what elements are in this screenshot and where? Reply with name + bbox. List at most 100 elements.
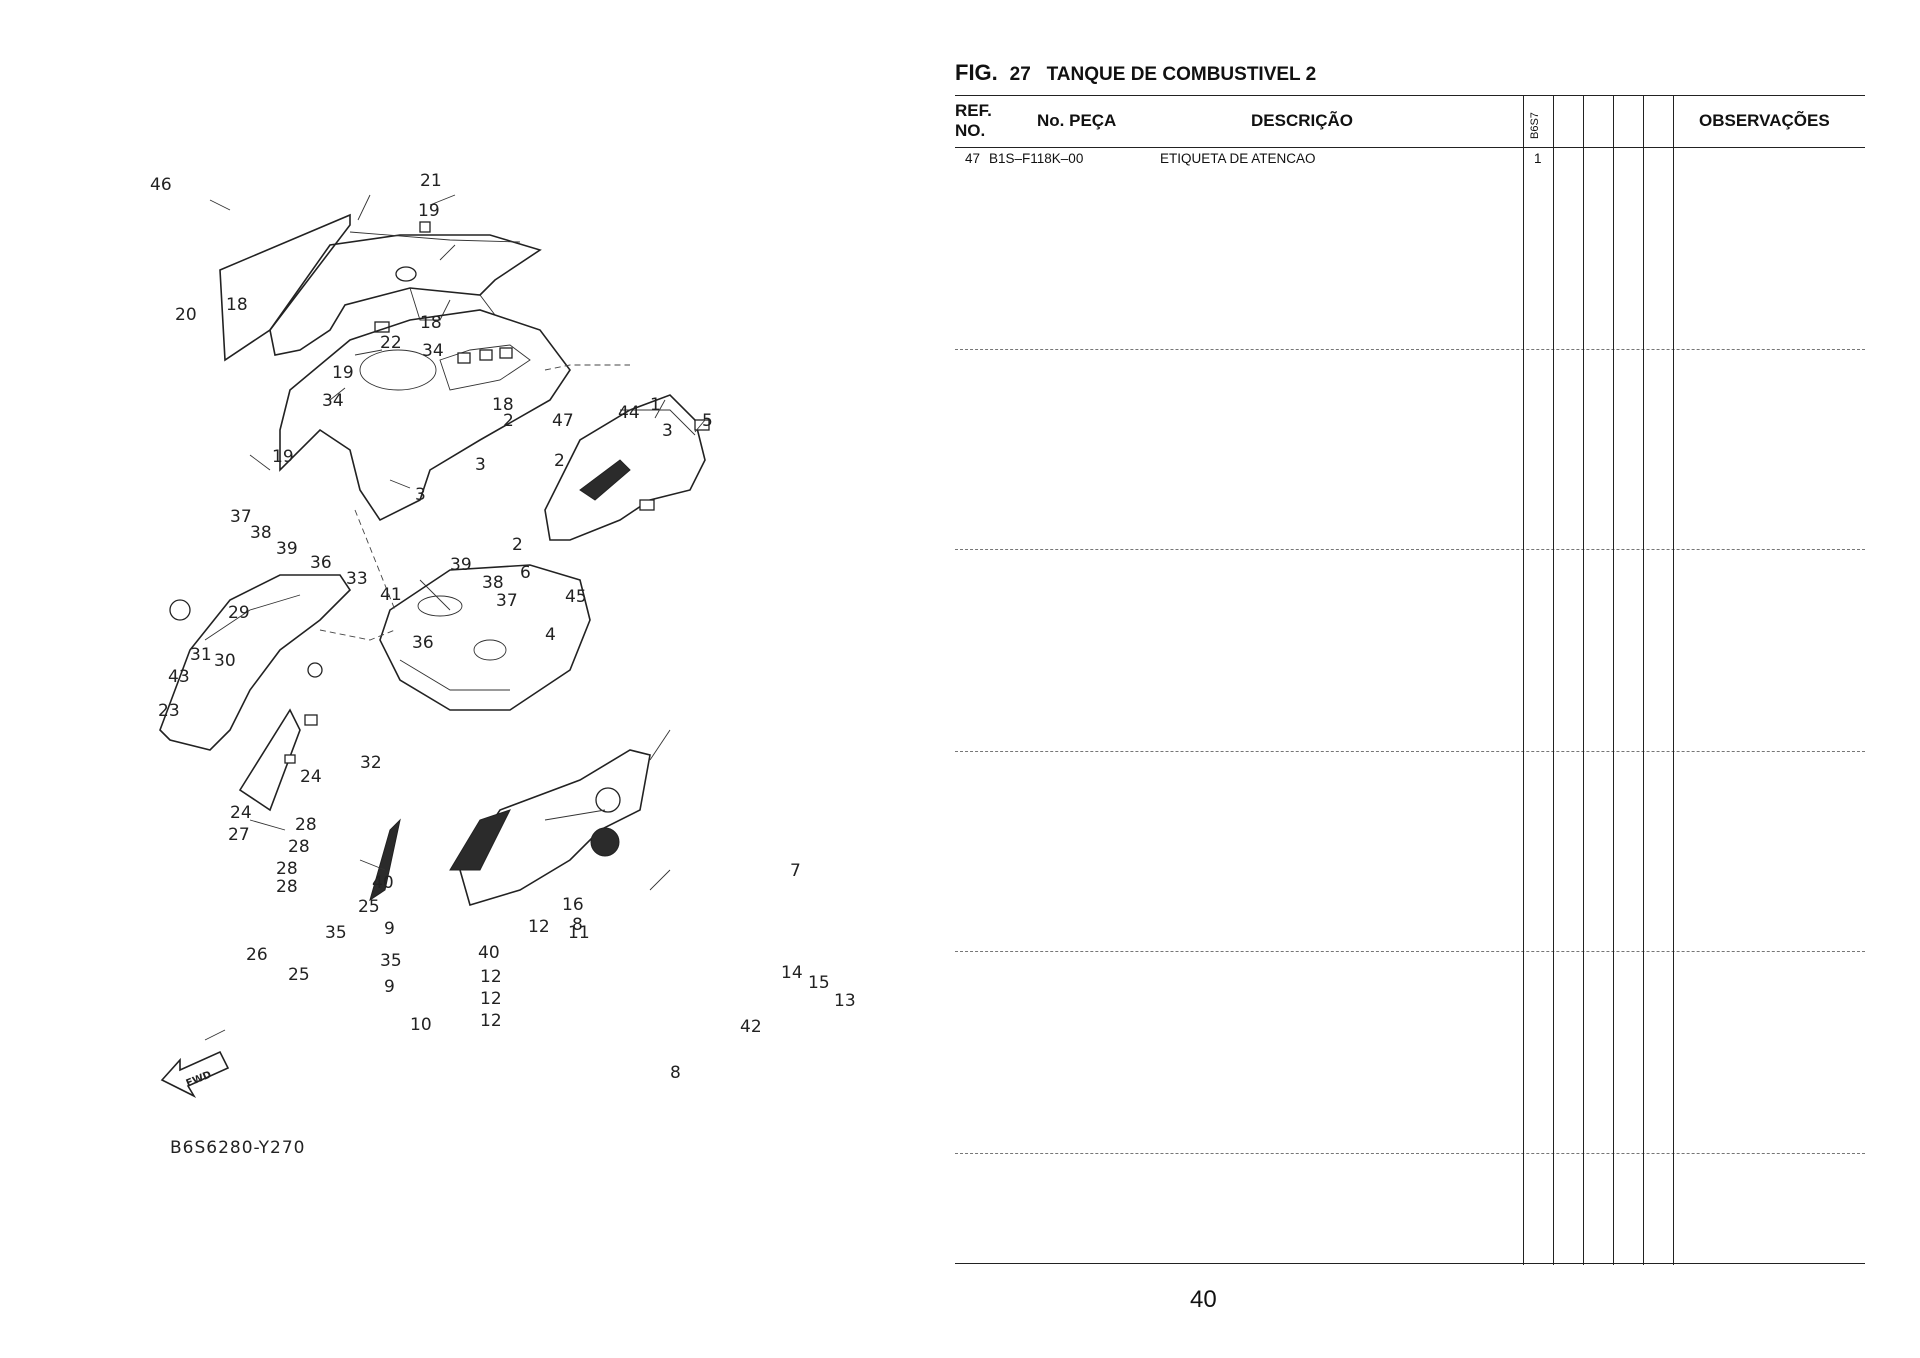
svg-text:22: 22 xyxy=(380,333,402,353)
svg-text:44: 44 xyxy=(618,403,640,423)
header-model-code: B6S7 xyxy=(1529,112,1541,139)
right-shroud-drawing xyxy=(544,394,710,541)
svg-text:3: 3 xyxy=(475,455,486,475)
callout-leaders xyxy=(204,194,706,1041)
svg-text:37: 37 xyxy=(230,507,252,527)
column-rule xyxy=(1643,95,1644,1265)
row-divider xyxy=(955,951,1865,952)
svg-text:12: 12 xyxy=(528,917,550,937)
svg-text:10: 10 xyxy=(410,1015,432,1035)
svg-text:23: 23 xyxy=(158,701,180,721)
svg-text:38: 38 xyxy=(482,573,504,593)
svg-text:21: 21 xyxy=(420,171,442,191)
svg-text:35: 35 xyxy=(325,923,347,943)
row-ref: 47 xyxy=(965,151,981,166)
row-divider xyxy=(955,1153,1865,1154)
fwd-arrow-icon: FWD xyxy=(160,1050,230,1098)
top-cover-drawing xyxy=(219,213,542,362)
svg-text:37: 37 xyxy=(496,591,518,611)
svg-text:30: 30 xyxy=(214,651,236,671)
row-divider xyxy=(955,751,1865,752)
header-ref-line1: REF. xyxy=(955,101,992,120)
svg-text:16: 16 xyxy=(562,895,584,915)
svg-text:2: 2 xyxy=(503,411,514,431)
row-divider xyxy=(955,549,1865,550)
figure-title: FIG. 27 TANQUE DE COMBUSTIVEL 2 xyxy=(955,60,1316,86)
svg-text:18: 18 xyxy=(420,313,442,333)
svg-text:26: 26 xyxy=(246,945,268,965)
svg-text:9: 9 xyxy=(384,977,395,997)
svg-text:42: 42 xyxy=(740,1017,762,1037)
svg-text:39: 39 xyxy=(450,555,472,575)
exploded-parts-diagram: 46 17 21 19 20 18 18 22 34 19 34 18 2 47… xyxy=(150,170,910,1180)
header-part-number: No. PEÇA xyxy=(1037,111,1117,130)
svg-text:11: 11 xyxy=(568,923,590,943)
svg-text:28: 28 xyxy=(295,815,317,835)
svg-text:9: 9 xyxy=(384,919,395,939)
svg-text:41: 41 xyxy=(380,585,402,605)
svg-text:3: 3 xyxy=(662,421,673,441)
diagram-code: B6S6280-Y270 xyxy=(170,1138,306,1158)
svg-text:38: 38 xyxy=(250,523,272,543)
svg-text:43: 43 xyxy=(168,667,190,687)
svg-text:35: 35 xyxy=(380,951,402,971)
svg-text:5: 5 xyxy=(702,411,713,431)
svg-text:12: 12 xyxy=(480,1011,502,1031)
lower-side-panel-drawing xyxy=(369,749,651,906)
header-ref-line2: NO. xyxy=(955,121,986,140)
svg-text:13: 13 xyxy=(834,991,856,1011)
row-quantity: 1 xyxy=(1534,151,1542,166)
svg-text:6: 6 xyxy=(520,563,531,583)
figure-name: TANQUE DE COMBUSTIVEL 2 xyxy=(1046,64,1317,85)
column-rule xyxy=(1583,95,1584,1265)
svg-text:24: 24 xyxy=(230,803,252,823)
svg-text:47: 47 xyxy=(552,411,574,431)
svg-text:25: 25 xyxy=(358,897,380,917)
svg-text:19: 19 xyxy=(418,201,440,221)
svg-text:28: 28 xyxy=(288,837,310,857)
figure-prefix: FIG. xyxy=(955,60,998,85)
header-description: DESCRIÇÃO xyxy=(1251,111,1354,130)
svg-text:12: 12 xyxy=(480,989,502,1009)
svg-text:36: 36 xyxy=(412,633,434,653)
svg-text:34: 34 xyxy=(422,341,444,361)
svg-text:34: 34 xyxy=(322,391,344,411)
svg-text:1: 1 xyxy=(650,395,661,415)
svg-text:36: 36 xyxy=(310,553,332,573)
row-description: ETIQUETA DE ATENCAO xyxy=(1160,151,1316,166)
svg-text:8: 8 xyxy=(572,915,583,935)
svg-text:2: 2 xyxy=(512,535,523,555)
header-ref: REF. NO. xyxy=(955,101,992,141)
svg-text:46: 46 xyxy=(150,175,172,195)
column-rule xyxy=(1523,95,1524,1265)
svg-text:31: 31 xyxy=(190,645,212,665)
page-number: 40 xyxy=(1190,1286,1217,1313)
row-part-number: B1S–F118K–00 xyxy=(989,151,1084,166)
svg-text:18: 18 xyxy=(492,395,514,415)
svg-text:28: 28 xyxy=(276,859,298,879)
column-rule xyxy=(1613,95,1614,1265)
svg-text:33: 33 xyxy=(346,569,368,589)
svg-text:14: 14 xyxy=(781,963,803,983)
parts-table: REF. NO. No. PEÇA DESCRIÇÃO B6S7 OBSERVA… xyxy=(955,95,1865,1265)
svg-text:15: 15 xyxy=(808,973,830,993)
column-rule xyxy=(1673,95,1674,1265)
svg-text:27: 27 xyxy=(228,825,250,845)
table-top-rule xyxy=(955,95,1865,96)
svg-text:4: 4 xyxy=(545,625,556,645)
callout-numbers: 46 17 21 19 20 18 18 22 34 19 34 18 2 47… xyxy=(150,171,856,1083)
svg-text:28: 28 xyxy=(276,877,298,897)
svg-text:39: 39 xyxy=(276,539,298,559)
svg-text:24: 24 xyxy=(300,767,322,787)
header-bottom-rule xyxy=(955,147,1865,148)
svg-text:8: 8 xyxy=(670,1063,681,1083)
svg-text:32: 32 xyxy=(360,753,382,773)
svg-text:40: 40 xyxy=(478,943,500,963)
svg-text:25: 25 xyxy=(288,965,310,985)
svg-text:19: 19 xyxy=(332,363,354,383)
left-shroud-drawing xyxy=(159,574,396,751)
figure-number: 27 xyxy=(1009,64,1031,85)
svg-text:40: 40 xyxy=(372,873,394,893)
tank-cover-drawing xyxy=(279,309,630,522)
svg-text:FWD: FWD xyxy=(185,1070,213,1090)
